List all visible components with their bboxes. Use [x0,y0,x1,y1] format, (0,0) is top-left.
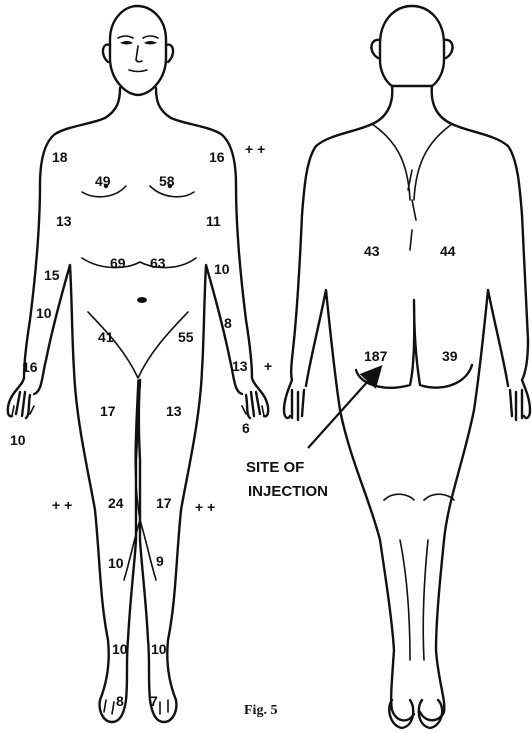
front-groin-line [88,312,188,378]
front-count-labels: 18 16 + + 49 58 13 11 69 63 15 10 10 8 4… [10,141,272,709]
label-back-right: 44 [440,243,456,259]
front-figure [8,6,268,722]
label-wrist-left-marker: + [264,358,272,374]
label-knee-right: 24 [108,495,124,511]
label-foot-left: 7 [150,693,158,709]
label-upper-arm-left: 11 [206,213,221,229]
label-thigh-left: 13 [166,403,182,419]
label-chest-right: 49 [95,173,111,189]
front-face [118,36,158,72]
label-abdomen-right: 69 [110,255,126,271]
front-toes-right [104,700,114,714]
label-hand-right: 10 [10,432,26,448]
label-groin-right: 41 [98,329,114,345]
label-shoulder-left-marker: + + [245,141,265,157]
label-shin-left: 9 [156,553,164,569]
label-wrist-right: 16 [22,359,38,375]
back-ear-left [444,40,453,58]
front-abdomen-line [82,258,196,268]
label-shoulder-right: 18 [52,149,68,165]
label-knee-right-marker: + + [52,497,72,513]
front-navel [137,297,147,303]
label-wrist-left: 13 [232,358,248,374]
label-ankle-left: 10 [151,641,167,657]
back-outline-left [420,86,530,720]
front-torso-outline [8,88,140,722]
back-spine [408,170,416,250]
annotation-line-2: INJECTION [248,483,328,500]
label-foot-right: 8 [116,693,124,709]
label-groin-left: 55 [178,329,194,345]
back-figure [284,6,530,728]
back-count-labels: 43 44 187 39 [364,243,458,364]
label-elbow-left: 10 [214,261,230,277]
label-buttock-left: 187 [364,348,388,364]
label-thigh-right: 17 [100,403,116,419]
back-shoulder-blades [372,124,452,200]
label-abdomen-left: 63 [150,255,166,271]
injection-annotation: SITE OF INJECTION [246,459,328,500]
label-forearm-right: 10 [36,305,52,321]
label-back-left: 43 [364,243,380,259]
figure-caption: Fig. 5 [244,703,277,718]
front-toes-left [160,700,168,714]
label-knee-left: 17 [156,495,172,511]
label-elbow-right: 15 [44,267,60,283]
label-ankle-right: 10 [112,641,128,657]
label-knee-left-marker: + + [195,499,215,515]
label-buttock-right: 39 [442,348,458,364]
annotation-line-1: SITE OF [246,459,304,476]
label-forearm-left: 8 [224,315,232,331]
injection-arrow [308,370,378,448]
label-shoulder-left: 16 [209,149,225,165]
label-upper-arm-right: 13 [56,213,72,229]
back-leg-lines [384,494,454,660]
label-chest-left: 58 [159,173,175,189]
label-shin-right: 10 [108,555,124,571]
label-hand-left: 6 [242,420,250,436]
back-ear-right [371,40,380,58]
back-head [380,6,444,86]
